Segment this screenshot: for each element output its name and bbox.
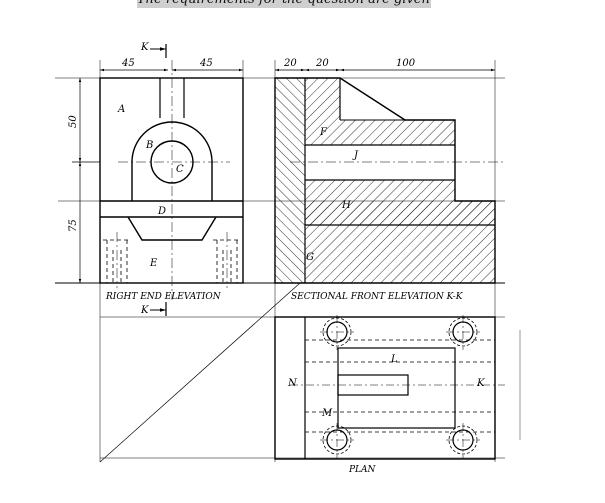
label-c: C xyxy=(176,164,184,175)
dim-left-width-1: 45 xyxy=(121,58,135,69)
section-mark-bottom: K xyxy=(140,305,149,316)
label-e: E xyxy=(149,258,158,269)
label-g: G xyxy=(306,252,314,263)
section-mark-top: K xyxy=(140,42,149,53)
label-l: L xyxy=(390,354,398,365)
label-k: K xyxy=(476,378,485,389)
label-j: J xyxy=(352,150,359,161)
header-note: The requirements for the question are gi… xyxy=(137,0,431,8)
label-m: M xyxy=(321,408,333,419)
right-end-elevation xyxy=(99,44,244,316)
dim-upper-height: 50 xyxy=(68,115,79,128)
dim-front-width-2: 20 xyxy=(315,58,329,69)
label-f: F xyxy=(319,127,328,138)
title-right-end-elevation: RIGHT END ELEVATION xyxy=(105,292,222,302)
label-h: H xyxy=(341,200,351,211)
title-sectional-front-elevation: SECTIONAL FRONT ELEVATION K-K xyxy=(291,292,464,302)
label-d: D xyxy=(157,206,166,217)
plan-view xyxy=(274,315,505,460)
dim-front-width-3: 100 xyxy=(396,58,416,69)
title-plan: PLAN xyxy=(348,465,377,475)
dim-front-width-1: 20 xyxy=(283,58,297,69)
label-b: B xyxy=(145,140,153,151)
dimension-lines xyxy=(72,68,495,283)
dim-left-width-2: 45 xyxy=(199,58,213,69)
sectional-front-elevation xyxy=(274,77,505,284)
dim-lower-height: 75 xyxy=(68,219,79,232)
label-n: N xyxy=(287,378,298,389)
label-a: A xyxy=(117,104,125,115)
